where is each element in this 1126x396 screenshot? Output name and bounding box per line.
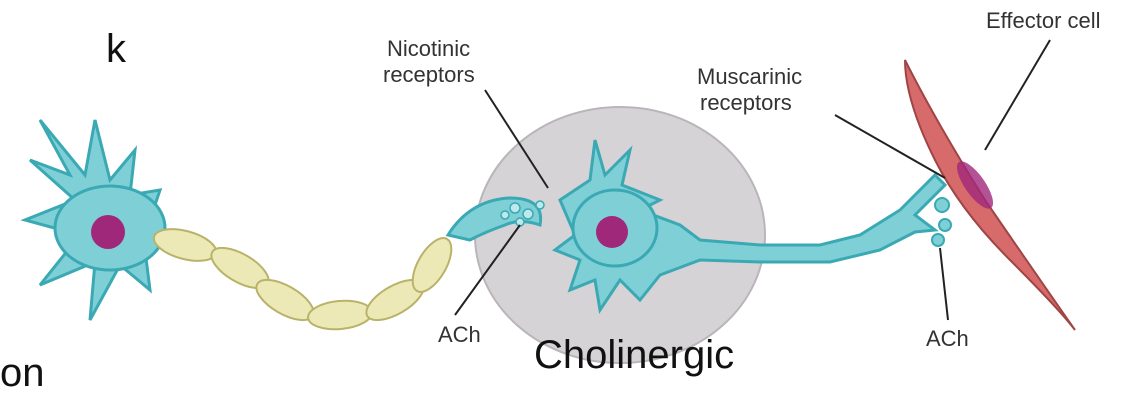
muscarinic-label-line1: Muscarinic	[697, 64, 802, 89]
ach-label-left: ACh	[438, 322, 481, 347]
effector-terminal	[932, 198, 951, 246]
cut-off-text-top: k	[106, 26, 126, 72]
effector-cell-label: Effector cell	[986, 8, 1101, 33]
muscarinic-label-line2: receptors	[700, 90, 792, 115]
ach-label-right: ACh	[926, 326, 969, 351]
nicotinic-label-line2: receptors	[383, 62, 475, 87]
preganglionic-nucleus	[91, 215, 125, 249]
myelin-sheath	[150, 223, 459, 332]
diagram-canvas: k on Nicotinic receptors Muscarinic rece…	[0, 0, 1126, 387]
nicotinic-label-line1: Nicotinic	[387, 36, 470, 61]
cut-off-text-bottom: on	[0, 350, 45, 396]
cholinergic-label: Cholinergic	[534, 332, 734, 378]
postganglionic-nucleus	[596, 216, 628, 248]
